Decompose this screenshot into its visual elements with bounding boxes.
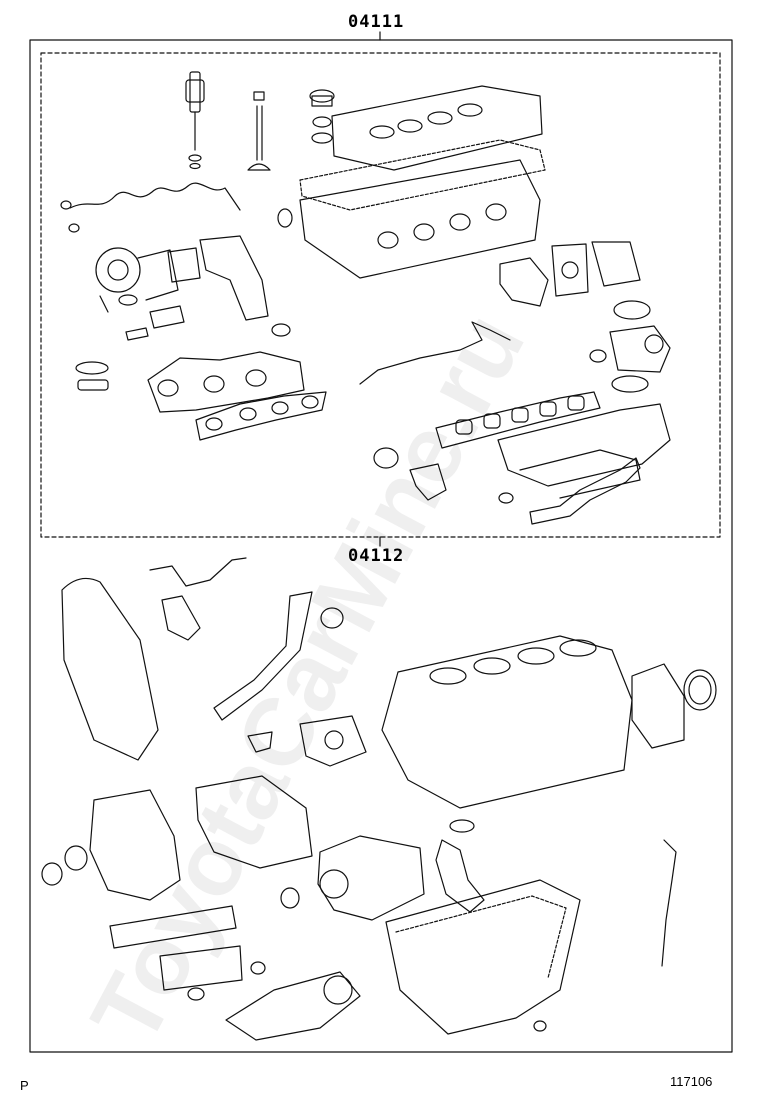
- cylinder-block-part: [381, 635, 633, 809]
- oil-seal-part: [320, 607, 344, 629]
- head-cover-part: [299, 85, 546, 211]
- washer-part: [68, 223, 80, 233]
- oil-pump-part: [225, 971, 361, 1041]
- illustration-number: 117106: [670, 1074, 713, 1089]
- dipstick-part: [661, 839, 677, 967]
- exhaust-pipe-part: [167, 235, 291, 337]
- egr-valve-part: [589, 325, 671, 393]
- egr-pipe-part: [529, 457, 641, 525]
- corner-mark: P: [20, 1078, 29, 1093]
- sensor-wire-part: [359, 321, 511, 385]
- injection-pump-part: [280, 835, 425, 921]
- water-pump-gasket-part: [247, 715, 367, 767]
- exhaust-manifold-part: [147, 351, 305, 413]
- oil-strainer-part: [435, 819, 485, 913]
- turbocharger-part: [95, 247, 179, 313]
- exhaust-gasket-part: [195, 391, 327, 441]
- group-label-upper: 04111: [348, 12, 405, 32]
- small-gaskets-part: [75, 305, 185, 391]
- injector-part: [185, 71, 205, 170]
- timing-cover-lower-part: [89, 789, 181, 901]
- timing-gasket-part: [195, 775, 313, 869]
- crank-seal-part: [64, 845, 88, 871]
- bypass-pipe-part: [149, 557, 247, 641]
- oil-cooler-part: [109, 905, 266, 1001]
- cylinder-head-part: [277, 159, 541, 279]
- group-label-lower: 04112: [348, 546, 405, 566]
- water-hose-part: [213, 591, 313, 721]
- cam-seal-part: [41, 862, 63, 886]
- oil-cap-part: [309, 89, 335, 144]
- rear-seal-retainer-part: [631, 663, 717, 749]
- oil-pan-part: [385, 879, 581, 1035]
- valve-part: [247, 91, 271, 171]
- water-inlet-part: [373, 447, 447, 501]
- bolt-part: [60, 200, 72, 210]
- gasket-part: [498, 492, 514, 504]
- intake-manifold-part: [497, 403, 671, 499]
- glow-wire-part: [69, 182, 241, 211]
- intake-gasket-part: [435, 391, 601, 449]
- water-outlet-part: [499, 241, 651, 320]
- outer-frame: [29, 39, 733, 1053]
- timing-cover-upper-part: [61, 577, 159, 761]
